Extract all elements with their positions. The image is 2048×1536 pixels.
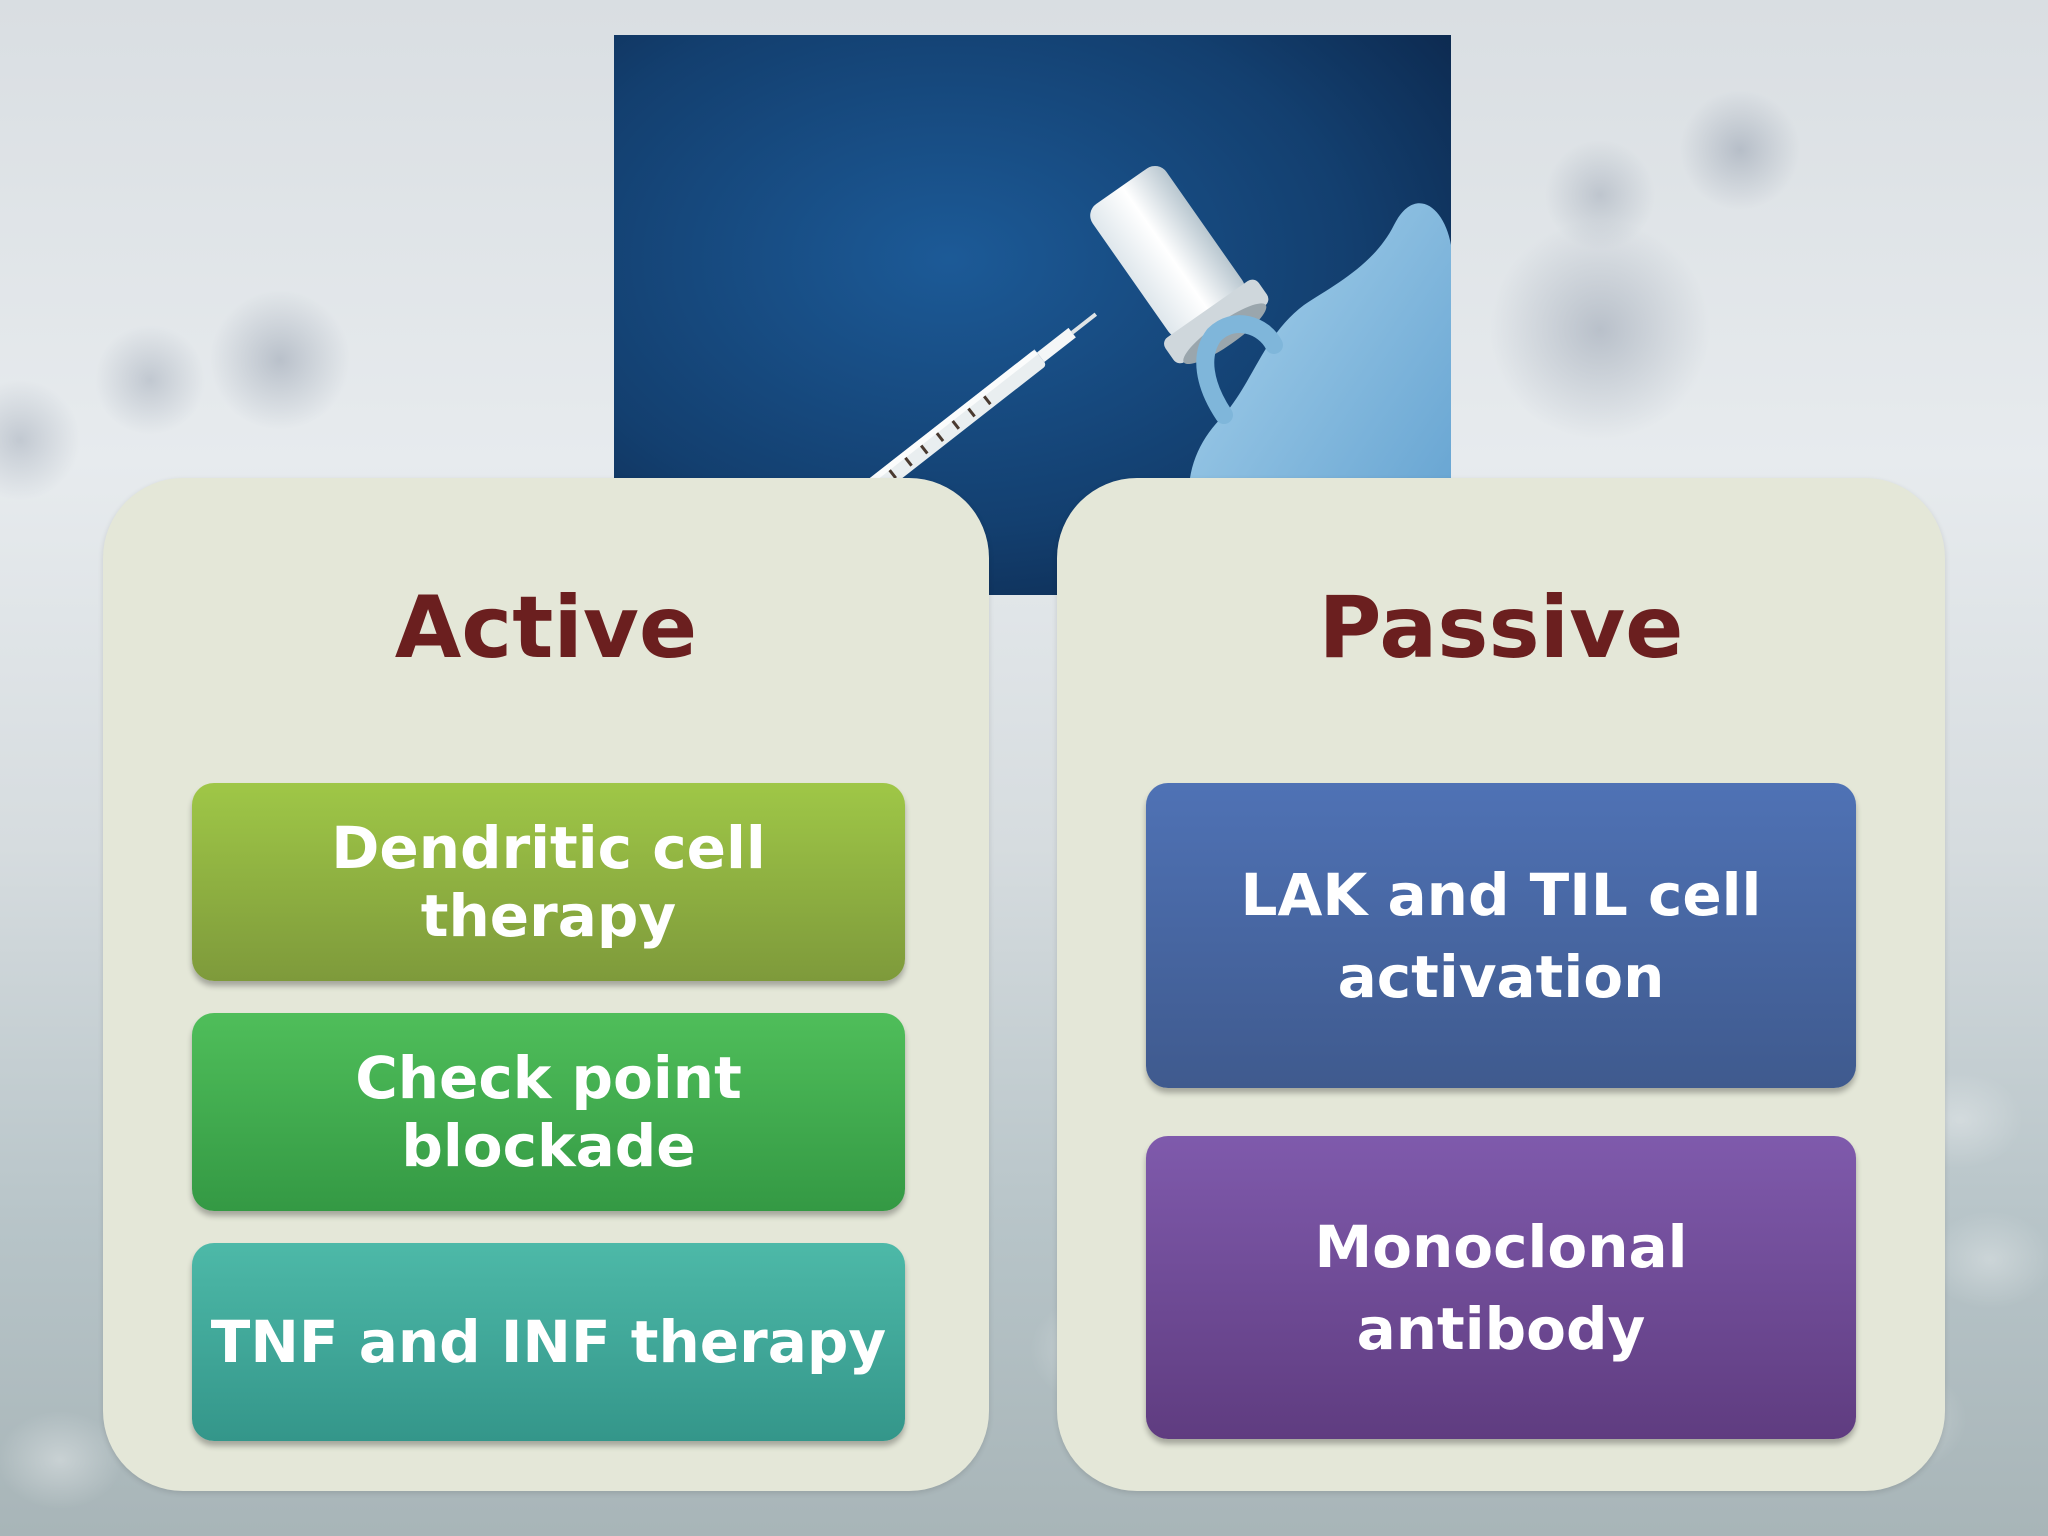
monoclonal-antibody-box: Monoclonal antibody	[1146, 1136, 1856, 1439]
passive-title: Passive	[1318, 578, 1684, 678]
passive-immunotherapy-panel: Passive LAK and TIL cell activation Mono…	[1057, 478, 1945, 1491]
lak-til-cell-activation-box: LAK and TIL cell activation	[1146, 783, 1856, 1088]
active-title: Active	[394, 578, 698, 678]
tnf-inf-therapy-box: TNF and INF therapy	[192, 1243, 905, 1441]
check-point-blockade-box: Check point blockade	[192, 1013, 905, 1211]
dendritic-cell-therapy-box: Dendritic cell therapy	[192, 783, 905, 981]
active-immunotherapy-panel: Active Dendritic cell therapy Check poin…	[103, 478, 989, 1491]
